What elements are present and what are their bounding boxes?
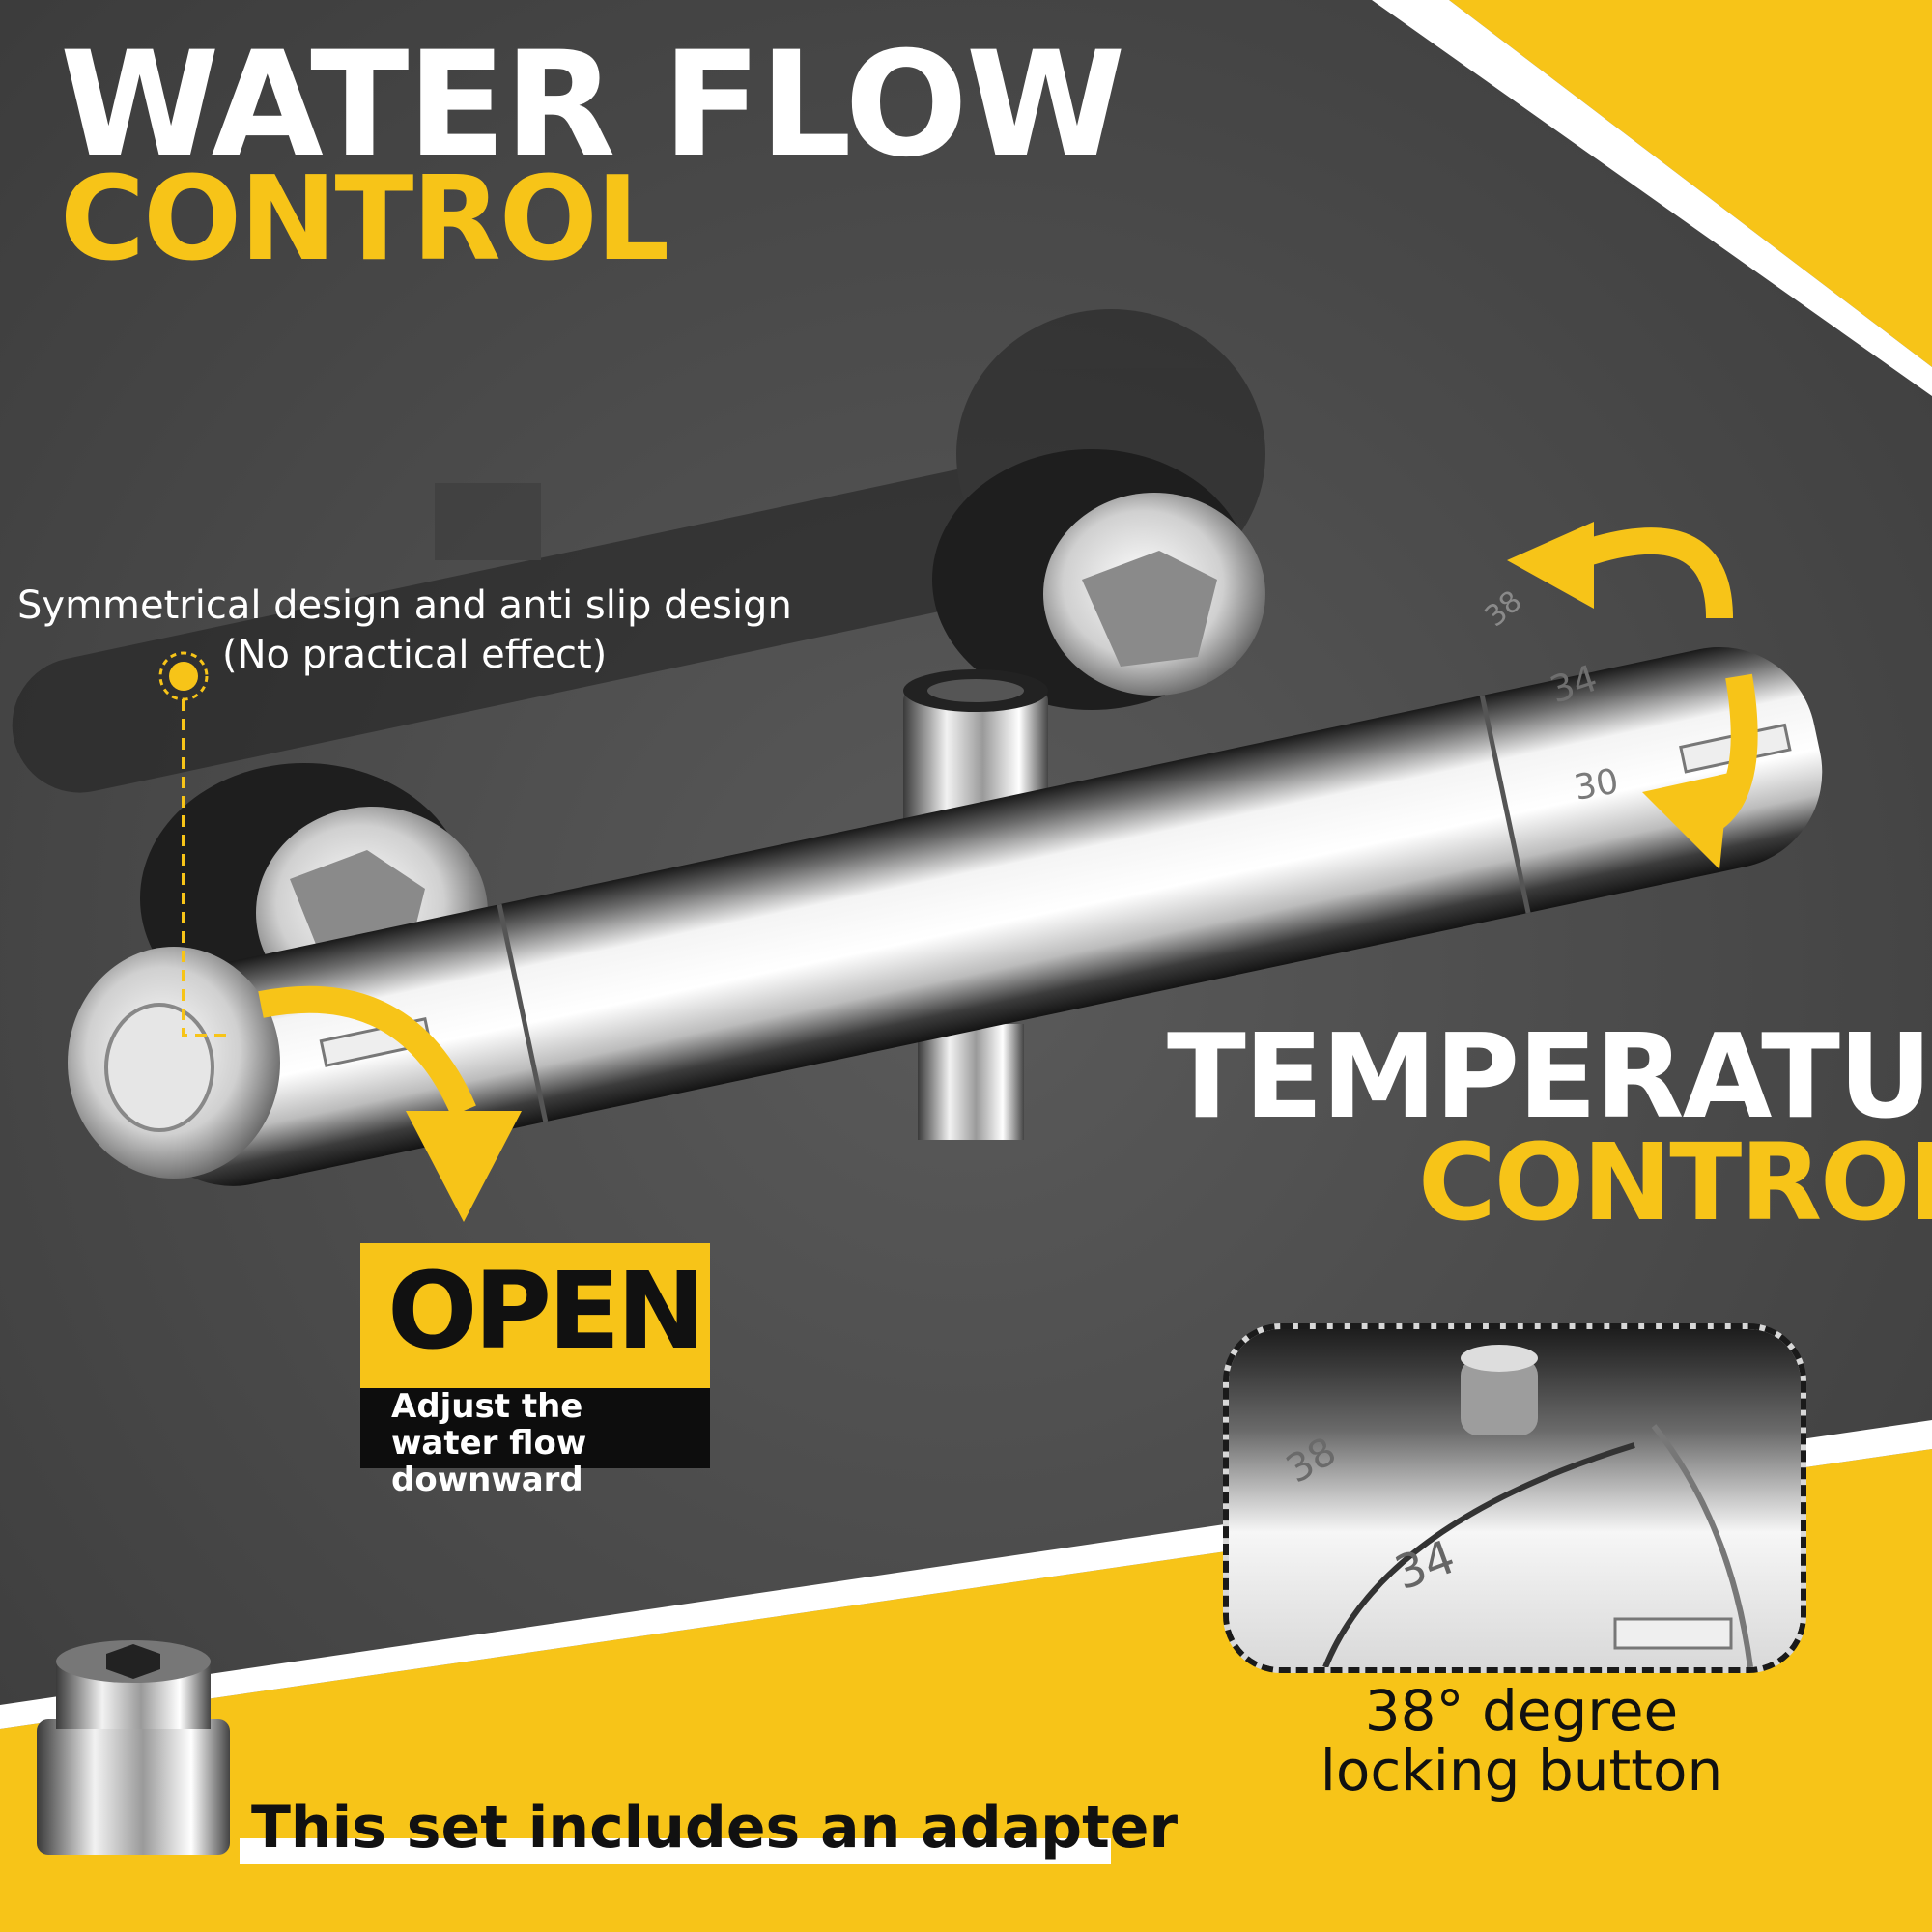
locking-button-zoom: 38 34 bbox=[1223, 1323, 1806, 1673]
open-label: OPEN bbox=[387, 1249, 705, 1373]
open-badge: OPEN Adjust the water flow downward bbox=[360, 1243, 710, 1498]
bottom-outlet bbox=[918, 1024, 1024, 1140]
symmetry-note-line1: Symmetrical design and anti slip design bbox=[17, 583, 792, 628]
zoom-illustration: 38 34 bbox=[1229, 1329, 1801, 1667]
temperature-line2: CONTROL bbox=[1418, 1121, 1932, 1244]
symmetry-callout-line bbox=[158, 651, 232, 1037]
adapter-caption-underline bbox=[240, 1838, 1111, 1864]
dial-mark-30: 30 bbox=[1571, 762, 1621, 809]
open-badge-bottom bbox=[360, 1388, 710, 1468]
open-description: Adjust the water flow downward bbox=[391, 1387, 587, 1499]
flow-arrow bbox=[258, 985, 476, 1117]
temperature-line1: TEMPERATURE bbox=[1167, 1010, 1932, 1145]
open-badge-top bbox=[360, 1243, 710, 1388]
right-mount bbox=[932, 449, 1265, 710]
headline-line1: WATER FLOW bbox=[60, 21, 1125, 189]
symmetry-note-line2: (No practical effect) bbox=[222, 633, 608, 677]
adapter-image bbox=[37, 1640, 230, 1855]
adapter-caption: This set includes an adapter bbox=[251, 1794, 1179, 1861]
locking-button-caption: 38° degree locking button bbox=[1320, 1678, 1723, 1804]
headline-line2: CONTROL bbox=[60, 153, 669, 287]
dial-mark-34: 34 bbox=[1545, 657, 1603, 712]
dial-mark-38: 38 bbox=[1479, 584, 1529, 634]
